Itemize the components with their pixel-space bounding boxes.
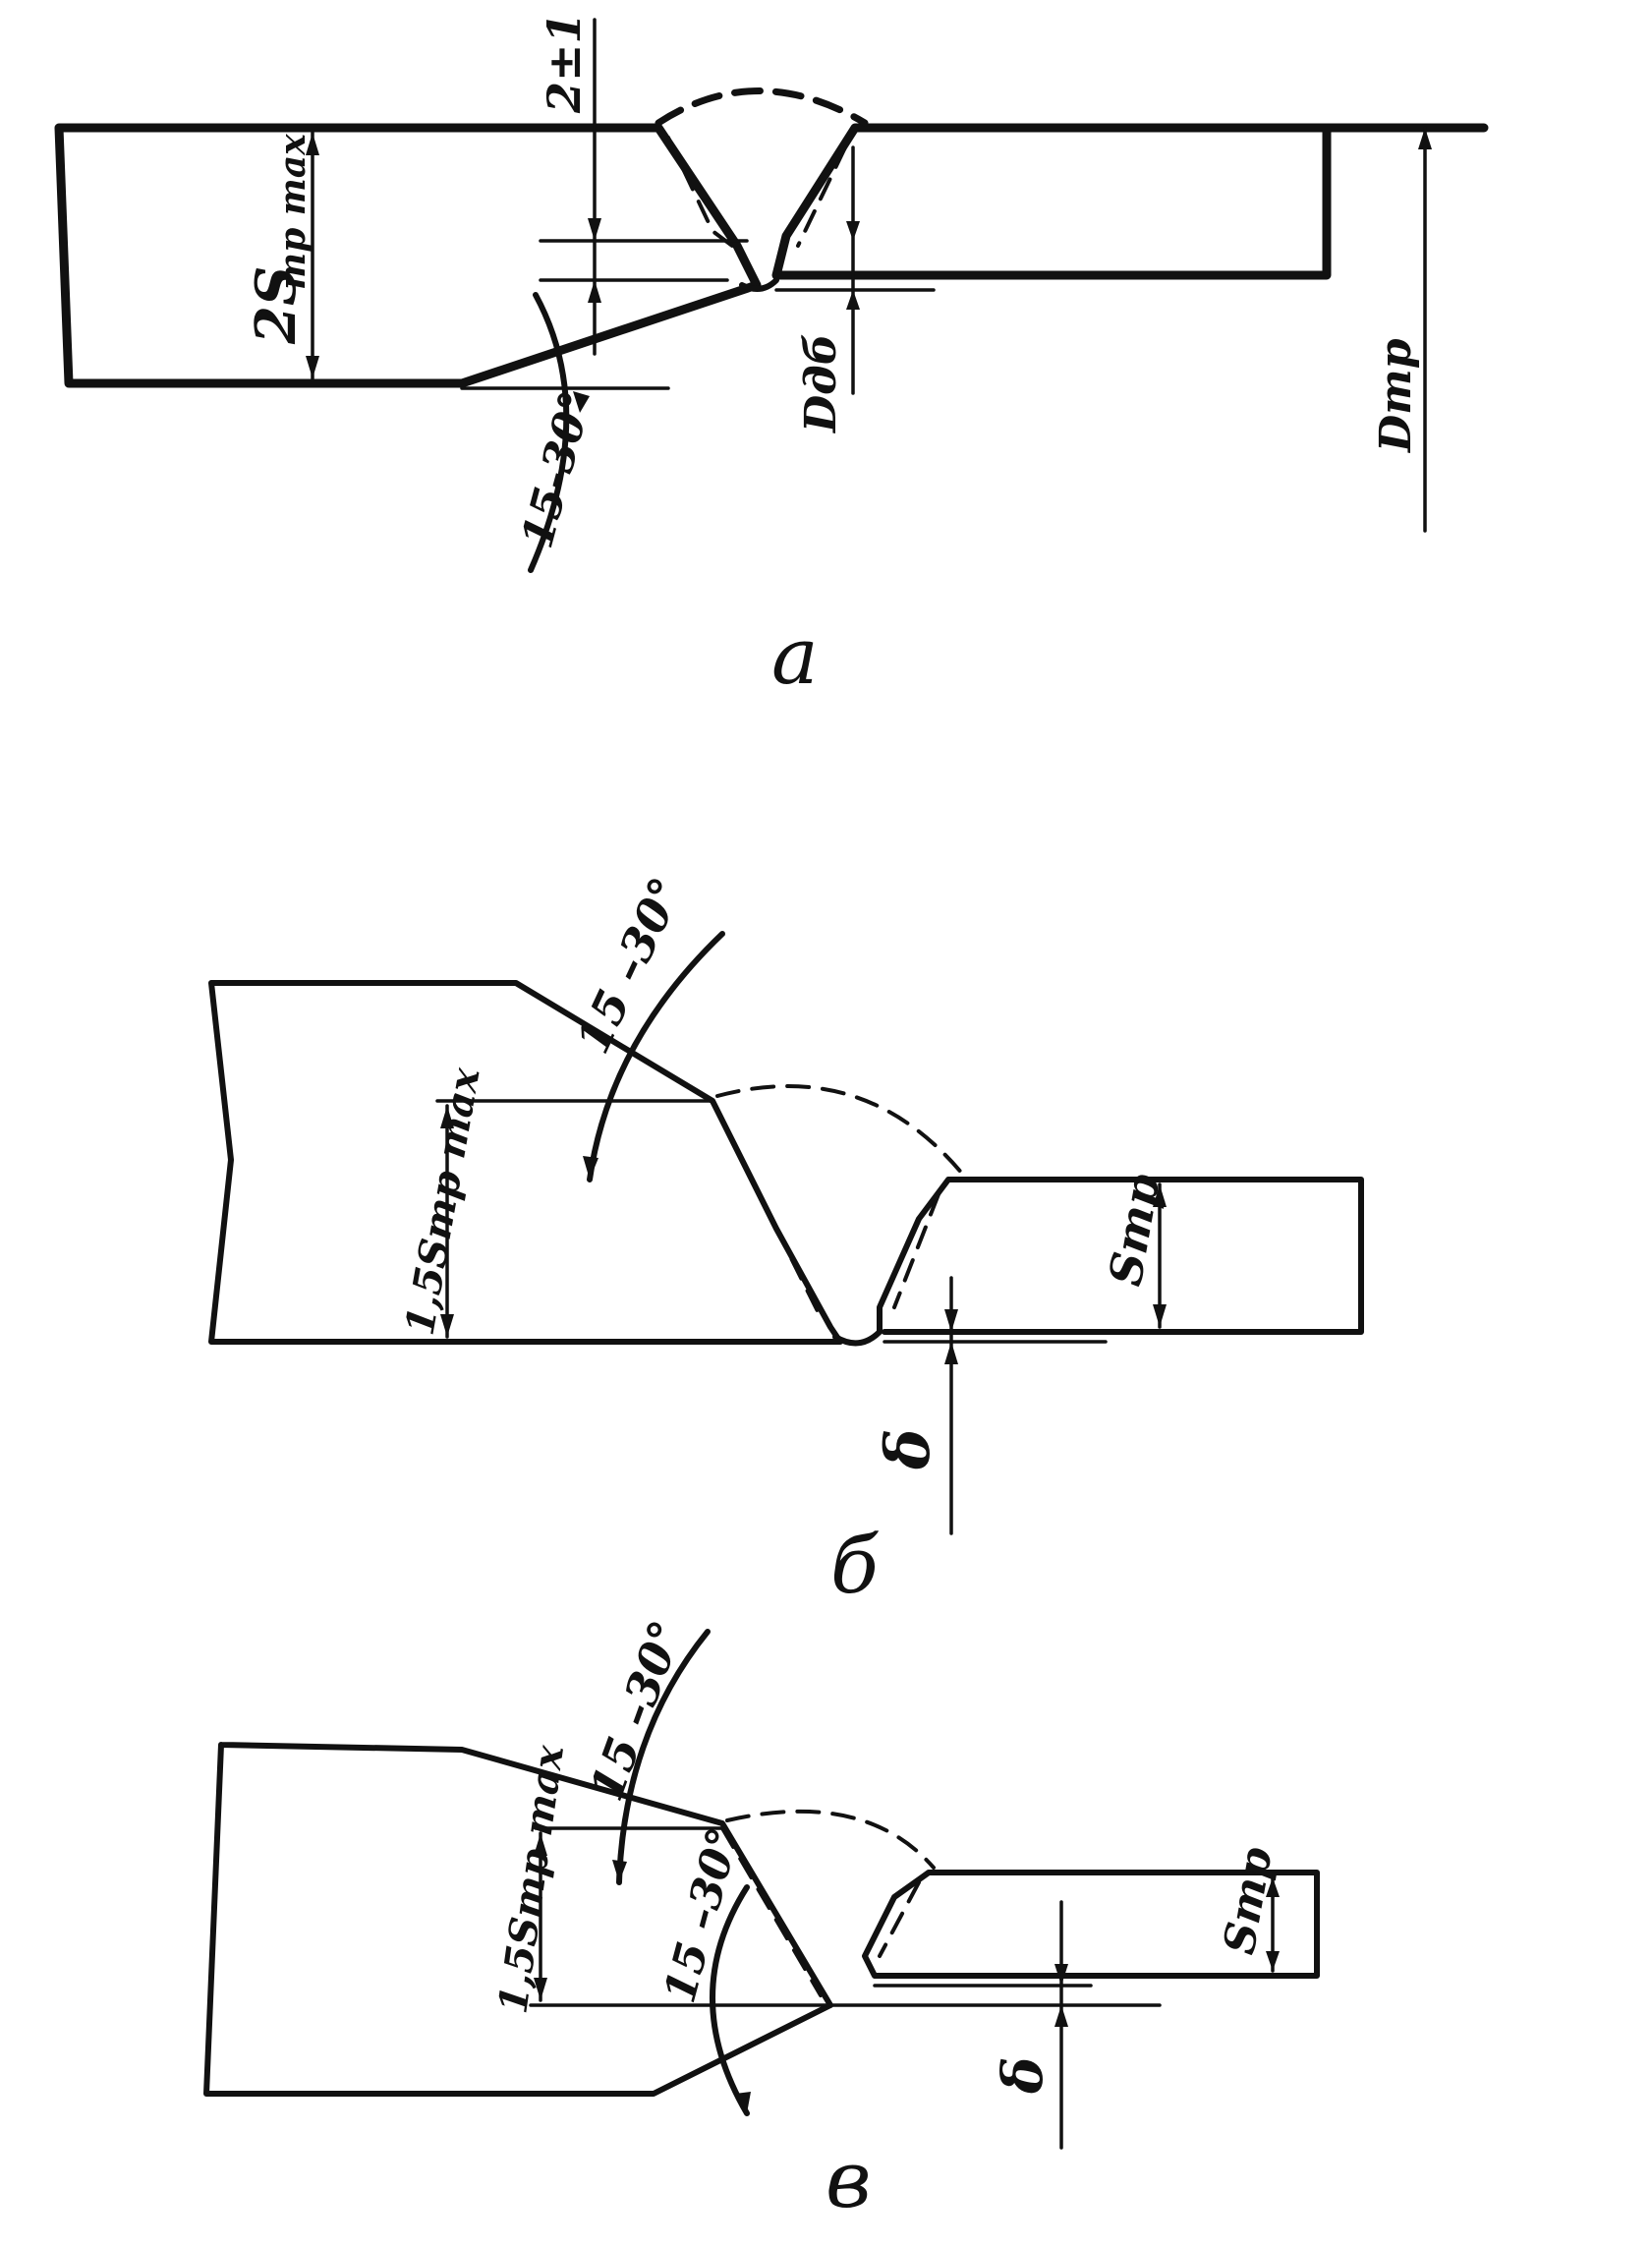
figure-v-right-part	[862, 1870, 1320, 1979]
figure-a-root	[739, 277, 779, 292]
figure-b-arrow-5	[944, 1309, 958, 1332]
figure-a-arrow-3	[588, 218, 601, 241]
figure-b-arrow-7	[583, 1156, 598, 1180]
figure-a-label-thickness-sub: тр max	[272, 134, 313, 290]
figure-a-arrow-8	[573, 391, 590, 413]
figure-a-label-angle: 15-30°	[512, 385, 601, 552]
figure-b-root	[832, 1329, 883, 1347]
figure-b: 1,5Sтр max 15 –30° Sтр δ б	[208, 870, 1364, 1611]
figure-a-arrow-7	[1418, 128, 1432, 149]
figure-v-weld-cap	[725, 1809, 936, 1870]
figure-b-bevel-left-dashed	[711, 1099, 823, 1319]
figure-v-arrow-8	[735, 2092, 751, 2113]
figure-v-bevel-left-dashed	[720, 1826, 823, 1997]
figure-v-arrow-6	[1054, 2005, 1068, 2027]
figure-a-arrow-4	[588, 280, 601, 303]
figure-a-arrow-5	[846, 221, 860, 241]
figure-b-arrow-6	[944, 1342, 958, 1364]
figure-a-label-thickness: 2S	[244, 266, 309, 345]
figure-v-arrow-1	[534, 1833, 547, 1856]
figure-a-angle-arc	[528, 292, 570, 573]
figure-b-arrow-4	[1153, 1304, 1167, 1327]
figure-a-arrow-2	[306, 356, 319, 378]
figure-b-label-angle: 15 –30°	[566, 870, 693, 1062]
figure-v-bevel-right-dashed	[878, 1880, 921, 1958]
figure-a-weld-cap	[655, 87, 869, 127]
figure-b-arrow-2	[440, 1314, 454, 1337]
figure-a-bevel-right-dashed	[796, 145, 847, 248]
figure-a-label-branch: Dдб	[796, 333, 846, 434]
figure-b-right-part	[877, 1177, 1364, 1335]
figure-v-caption: в	[826, 2134, 872, 2225]
figure-v-label-angle-bottom: 15 –30°	[655, 1822, 749, 2008]
figure-v-label-angle-top: 15 –30°	[580, 1614, 694, 1808]
figure-b-bevel-right-dashed	[892, 1192, 940, 1309]
figure-v-arrow-7	[612, 1860, 627, 1882]
figure-a-arrow-6	[846, 290, 860, 310]
figure-a-label-gap: 2±1	[538, 12, 591, 114]
figure-b-caption: б	[830, 1520, 880, 1611]
figure-b-label-gap: δ	[872, 1429, 943, 1470]
figure-a-arrow-1	[306, 133, 319, 155]
figure-a-caption: а	[771, 610, 819, 702]
figure-v-arrow-3	[1266, 1877, 1280, 1897]
figure-v-arrow-2	[534, 1978, 547, 2000]
figure-v-arrow-5	[1054, 1964, 1068, 1986]
figure-a-right-part	[771, 123, 1489, 280]
figure-b-angle-arc	[587, 931, 725, 1182]
figure-b-left-part	[208, 980, 843, 1345]
figure-a-left-part	[54, 123, 762, 388]
figure-b-label-thickness-max: 1,5Sтр max	[397, 1064, 489, 1339]
figure-v-arrow-4	[1266, 1951, 1280, 1971]
figure-b-arrow-3	[1153, 1184, 1167, 1207]
figure-v-label-gap: δ	[991, 2057, 1055, 2095]
figure-a-label-pipe: Dтр	[1371, 338, 1421, 454]
figure-v-label-thickness-max: 1,5Sтр max	[489, 1742, 573, 2017]
figure-b-weld-cap	[715, 1084, 965, 1177]
figure-v-angle-arc-bottom	[710, 1884, 750, 2116]
figure-a: 2S тр max 2±1 15-30° Dдб Dтр а	[54, 12, 1489, 702]
figure-v-angle-arc-top	[616, 1629, 711, 1885]
figure-v: 1,5Sтр max 15 –30° 15 –30° Sтр δ в	[203, 1614, 1320, 2225]
figure-b-arrow-1	[440, 1106, 454, 1128]
